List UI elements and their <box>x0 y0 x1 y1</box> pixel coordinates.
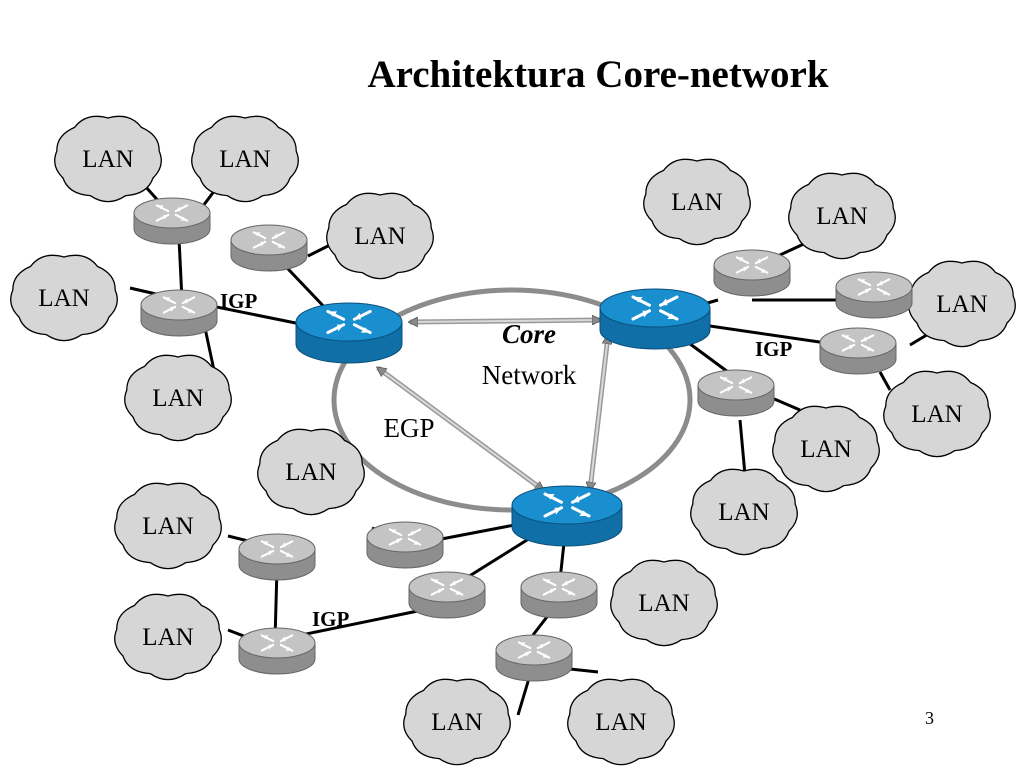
lan-label: LAN <box>152 385 203 412</box>
cloud-icon <box>690 468 798 556</box>
core-label: Core <box>502 319 556 349</box>
lan-label: LAN <box>718 499 769 526</box>
router-grey-icon <box>408 571 486 619</box>
igp-label: IGP <box>220 289 258 313</box>
cloud-icon <box>643 158 751 246</box>
lan-label: LAN <box>816 203 867 230</box>
cloud-icon <box>908 260 1016 348</box>
cloud-icon <box>403 678 511 766</box>
cloud-icon <box>191 115 299 203</box>
lan-cloud: LAN <box>257 428 365 516</box>
lan-cloud: LAN <box>114 593 222 681</box>
router-grey-icon <box>520 571 598 619</box>
router-grey-icon <box>238 627 316 675</box>
cloud-icon <box>10 254 118 342</box>
network-label: Network <box>482 360 577 390</box>
lan-cloud: LAN <box>191 115 299 203</box>
link-line <box>878 371 892 391</box>
lan-cloud: LAN <box>690 468 798 556</box>
igp-label: IGP <box>312 607 350 631</box>
lan-cloud: LAN <box>610 559 718 647</box>
lan-label: LAN <box>285 459 336 486</box>
igp-label: IGP <box>755 337 793 361</box>
router-grey-icon <box>495 634 573 682</box>
page-title: Architektura Core-network <box>367 53 829 96</box>
egp-link <box>590 336 608 490</box>
cloud-icon <box>883 370 991 458</box>
lan-label: LAN <box>219 146 270 173</box>
lan-label: LAN <box>38 285 89 312</box>
lan-cloud: LAN <box>643 158 751 246</box>
lan-cloud: LAN <box>10 254 118 342</box>
egp-link <box>378 368 543 490</box>
router-grey-icon <box>133 197 211 245</box>
router-grey-icon <box>697 369 775 417</box>
lan-label: LAN <box>911 401 962 428</box>
cloud-icon <box>54 115 162 203</box>
lan-label: LAN <box>82 146 133 173</box>
egp-link <box>410 320 600 322</box>
lan-label: LAN <box>142 513 193 540</box>
lan-label: LAN <box>142 624 193 651</box>
lan-label: LAN <box>800 436 851 463</box>
router-grey-icon <box>366 521 444 569</box>
cloud-icon <box>788 172 896 260</box>
lan-cloud: LAN <box>124 354 232 442</box>
lan-clouds-layer: LAN LAN LAN LAN LAN LAN LAN LAN LAN LAN LAN LAN LAN L… <box>10 115 1016 766</box>
cloud-icon <box>610 559 718 647</box>
cloud-icon <box>257 428 365 516</box>
lan-cloud: LAN <box>403 678 511 766</box>
router-blue-icon <box>295 302 403 364</box>
lan-label: LAN <box>638 590 689 617</box>
lan-label: LAN <box>671 189 722 216</box>
lan-cloud: LAN <box>883 370 991 458</box>
cloud-icon <box>124 354 232 442</box>
lan-cloud: LAN <box>114 482 222 570</box>
lan-cloud: LAN <box>788 172 896 260</box>
egp-label: EGP <box>383 413 434 443</box>
cloud-icon <box>772 405 880 493</box>
lan-cloud: LAN <box>54 115 162 203</box>
cloud-icon <box>114 482 222 570</box>
lan-label: LAN <box>595 709 646 736</box>
link-line <box>771 396 801 412</box>
cloud-icon <box>326 192 434 280</box>
page-number: 3 <box>925 708 934 728</box>
router-grey-icon <box>819 327 897 375</box>
router-grey-icon <box>140 289 218 337</box>
lan-label: LAN <box>936 291 987 318</box>
lan-label: LAN <box>431 709 482 736</box>
lan-cloud: LAN <box>908 260 1016 348</box>
cloud-icon <box>567 678 675 766</box>
router-grey-icon <box>835 271 913 319</box>
router-blue-icon <box>599 288 711 350</box>
link-line <box>738 419 747 476</box>
router-grey-icon <box>238 533 316 581</box>
router-grey-icon <box>713 249 791 297</box>
lan-label: LAN <box>354 223 405 250</box>
routers-layer <box>133 197 913 682</box>
lan-cloud: LAN <box>772 405 880 493</box>
cloud-icon <box>114 593 222 681</box>
lan-cloud: LAN <box>567 678 675 766</box>
router-grey-icon <box>230 224 308 272</box>
lan-cloud: LAN <box>326 192 434 280</box>
router-blue-icon <box>511 485 623 547</box>
